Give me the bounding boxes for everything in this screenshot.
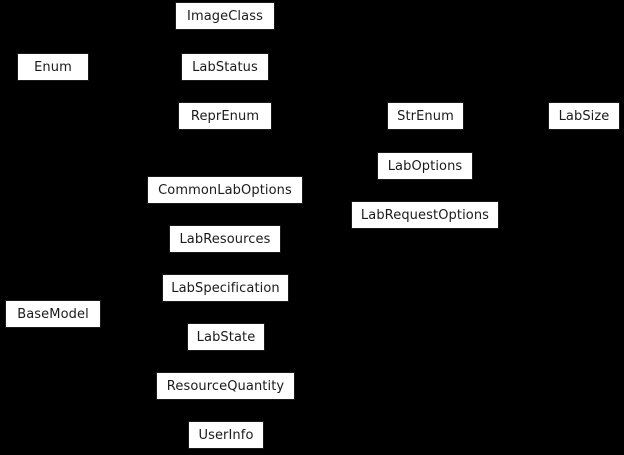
class-node-label: ReprEnum [190, 108, 260, 124]
inheritance-edge [88, 15, 176, 68]
inheritance-edge [100, 313, 157, 387]
inheritance-edge [302, 189, 352, 216]
class-node-resource-quantity[interactable]: ResourceQuantity [156, 372, 295, 400]
class-node-common-lab-options[interactable]: CommonLabOptions [147, 176, 303, 204]
class-node-label: ResourceQuantity [166, 378, 285, 394]
class-node-lab-status[interactable]: LabStatus [181, 53, 269, 81]
class-node-base-model[interactable]: BaseModel [5, 300, 101, 328]
class-node-label: ImageClass [187, 8, 263, 24]
class-node-label: Enum [34, 59, 72, 75]
class-node-repr-enum[interactable]: ReprEnum [178, 102, 272, 130]
inheritance-edge [100, 313, 188, 338]
inheritance-edge [88, 66, 179, 117]
class-node-lab-resources[interactable]: LabResources [169, 225, 281, 253]
class-node-lab-request-options[interactable]: LabRequestOptions [351, 201, 499, 229]
class-node-label: LabSpecification [171, 280, 280, 296]
class-node-lab-options[interactable]: LabOptions [377, 152, 473, 180]
class-node-label: StrEnum [397, 108, 454, 124]
class-node-label: LabRequestOptions [360, 207, 490, 223]
class-node-user-info[interactable]: UserInfo [188, 421, 264, 449]
inheritance-edge [100, 238, 170, 315]
class-node-str-enum[interactable]: StrEnum [387, 102, 464, 130]
class-node-label: LabState [196, 329, 256, 345]
class-node-lab-specification[interactable]: LabSpecification [162, 274, 289, 302]
class-node-image-class[interactable]: ImageClass [175, 2, 275, 30]
inheritance-edge [100, 189, 148, 315]
class-node-label: BaseModel [17, 306, 89, 322]
class-node-label: LabResources [179, 231, 271, 247]
class-node-enum[interactable]: Enum [17, 53, 89, 81]
class-node-label: CommonLabOptions [158, 182, 292, 198]
inheritance-edge [100, 287, 163, 315]
class-node-lab-state[interactable]: LabState [187, 323, 265, 351]
class-node-lab-size[interactable]: LabSize [548, 102, 620, 130]
class-node-label: LabSize [558, 108, 610, 124]
class-node-label: UserInfo [198, 427, 254, 443]
class-node-label: LabStatus [192, 59, 258, 75]
class-node-label: LabOptions [387, 158, 463, 174]
